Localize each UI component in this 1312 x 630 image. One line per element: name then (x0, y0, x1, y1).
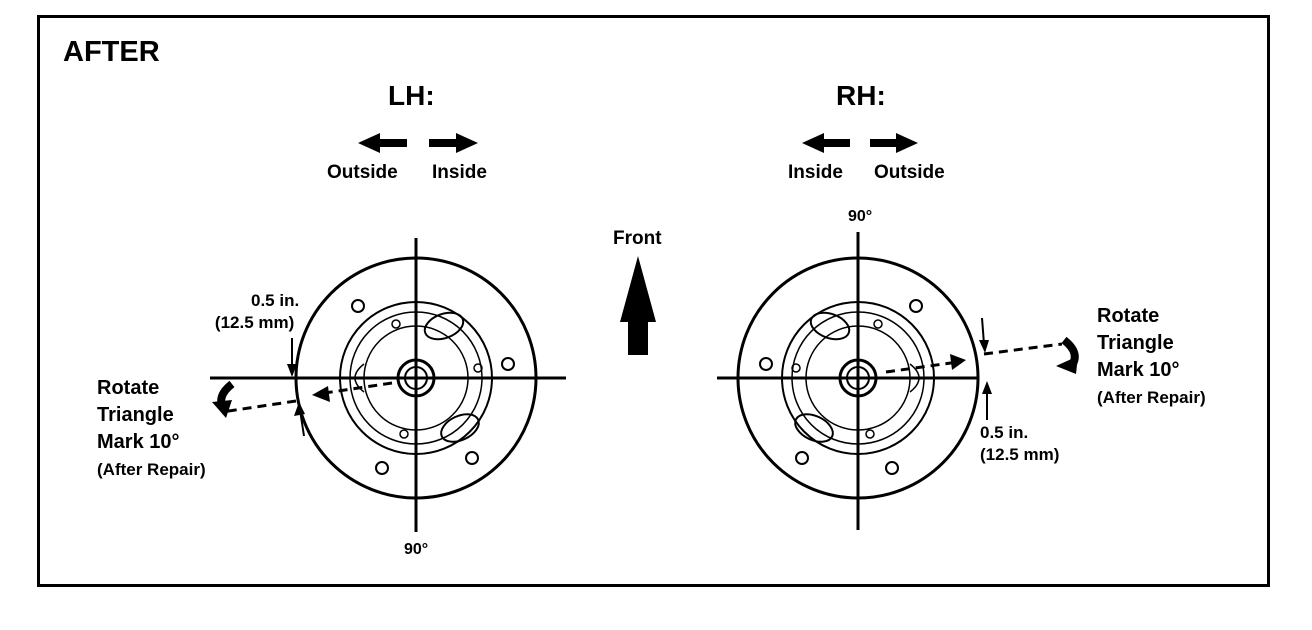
lh-inside-label: Inside (432, 162, 487, 183)
rh-hub-illustration (717, 232, 1079, 530)
front-arrow-icon (620, 256, 656, 355)
rh-dashed-arrowhead (950, 354, 966, 370)
lh-note-line1: Rotate (97, 377, 160, 399)
rh-inside-arrow-icon (802, 133, 850, 153)
rh-outside-label: Outside (874, 162, 945, 183)
rh-angle-label: 90° (848, 208, 873, 225)
rh-rotate-arrow-icon (1056, 356, 1078, 374)
lh-rotate-arrow-icon (212, 400, 232, 418)
rh-heading: RH: (836, 80, 886, 111)
rh-offset-in: 0.5 in. (980, 423, 1029, 442)
lh-offset-mm: (12.5 mm) (214, 313, 295, 332)
lh-angle-label: 90° (404, 541, 429, 558)
rh-rotate-note: Rotate Triangle Mark 10° (After Repair) (1097, 303, 1206, 411)
front-label: Front (613, 228, 662, 249)
rh-note-line1: Rotate (1097, 305, 1160, 327)
lh-hub-illustration (210, 238, 566, 532)
rh-outside-arrow-icon (870, 133, 918, 153)
lh-note-line2: Triangle (97, 404, 174, 426)
lh-offset-measurement: 0.5 in. (12.5 mm) (215, 290, 300, 334)
lh-note-line3: Mark 10° (97, 431, 180, 453)
rh-note-line4: (After Repair) (1097, 388, 1206, 407)
lh-rotate-note: Rotate Triangle Mark 10° (After Repair) (97, 375, 206, 483)
rh-note-line2: Triangle (1097, 332, 1174, 354)
lh-note-line4: (After Repair) (97, 460, 206, 479)
lh-inside-arrow-icon (429, 133, 478, 153)
rh-note-line3: Mark 10° (1097, 359, 1180, 381)
rh-inside-label: Inside (788, 162, 843, 183)
rh-offset-measurement: 0.5 in. (12.5 mm) (980, 422, 1059, 466)
lh-outside-arrow-icon (358, 133, 407, 153)
diagram-frame (37, 15, 1270, 587)
rh-offset-mm: (12.5 mm) (980, 445, 1060, 464)
lh-offset-in: 0.5 in. (251, 291, 300, 310)
diagram-title: AFTER (63, 36, 160, 68)
lh-dashed-arrowhead (312, 386, 330, 402)
lh-heading: LH: (388, 80, 435, 111)
lh-outside-label: Outside (327, 162, 398, 183)
